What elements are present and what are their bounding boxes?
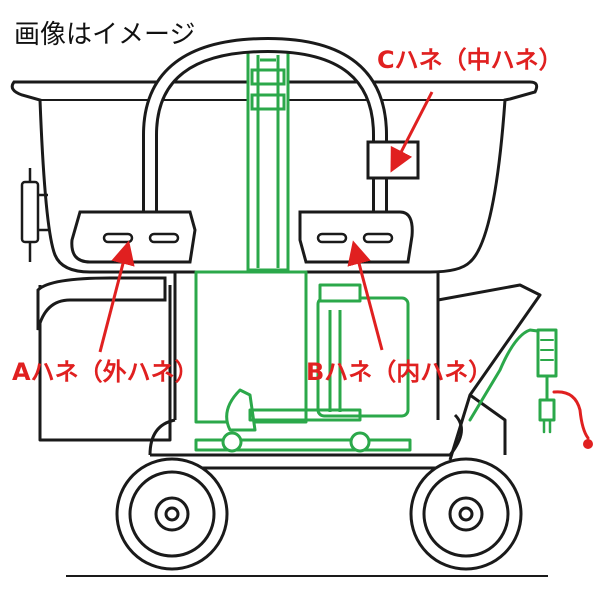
c-blade-label: Cハネ（中ハネ） xyxy=(377,46,563,74)
a-blade-label: Aハネ（外ハネ） xyxy=(12,358,199,386)
c-callout-arrow xyxy=(390,91,434,173)
left-wheel xyxy=(115,457,229,571)
discharge-chute xyxy=(36,276,167,331)
right-wheel xyxy=(409,457,523,571)
a-callout-arrow xyxy=(98,240,135,353)
b-callout-arrow xyxy=(347,240,384,351)
b-blade-label: Bハネ（内ハネ） xyxy=(306,358,493,386)
side-lever xyxy=(20,168,48,262)
power-cord xyxy=(468,328,593,449)
central-shaft xyxy=(246,48,290,272)
a-blade xyxy=(70,210,197,264)
drive-unit xyxy=(194,270,412,453)
image-caption: 画像はイメージ xyxy=(14,20,196,50)
